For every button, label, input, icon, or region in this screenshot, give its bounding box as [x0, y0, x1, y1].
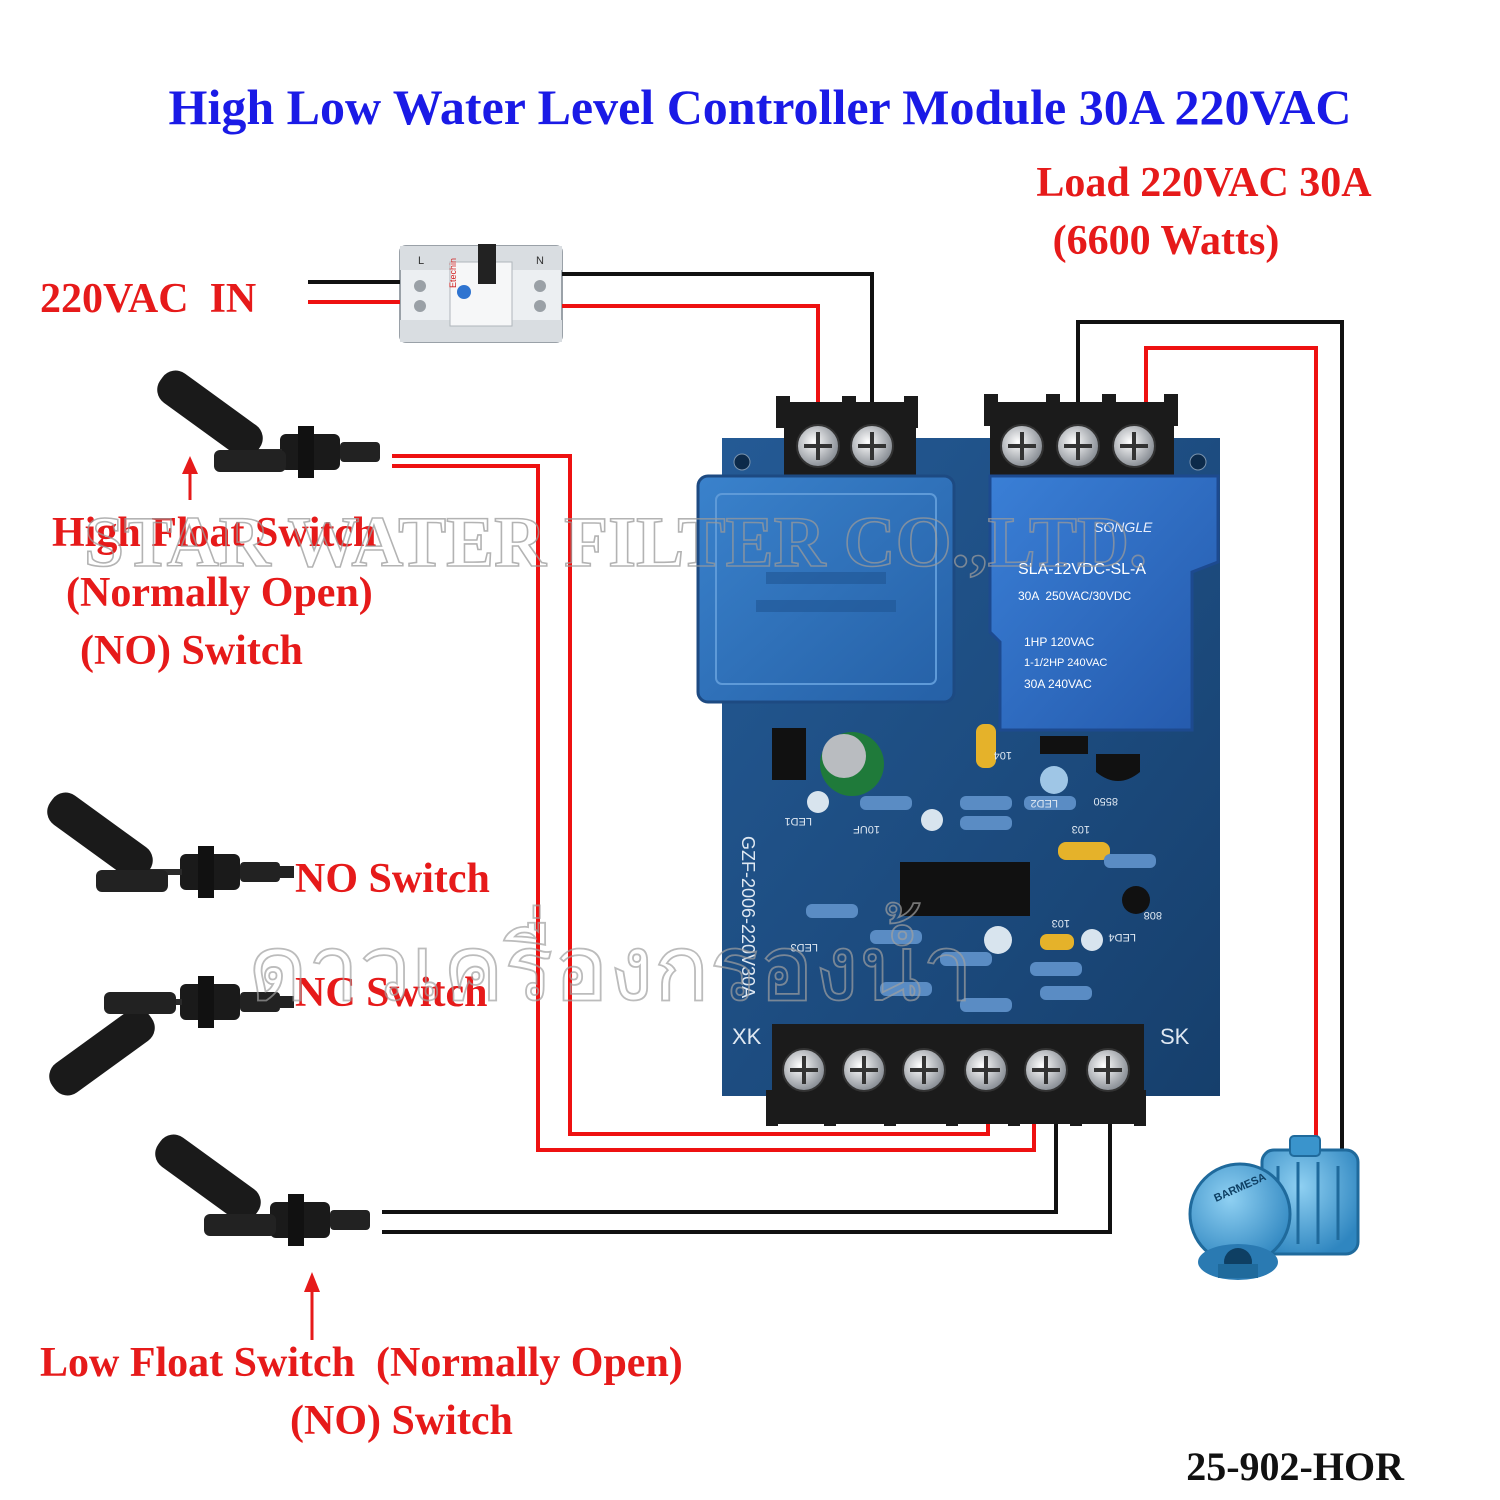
float-cable [280, 866, 294, 878]
relay-rating3: 1-1/2HP 240VAC [1024, 657, 1107, 669]
watermark-en: STAR WATER FILTER CO.,LTD. [84, 502, 1147, 582]
high-float-label: High Float Switch (Normally Open) (NO) S… [52, 510, 376, 674]
no-switch-label: NO Switch [295, 856, 490, 902]
label-led1: LED1 [784, 815, 812, 827]
pump-icon: BARMESA [1188, 1135, 1360, 1280]
arrow-up-icon [304, 1272, 320, 1340]
float-bulb [155, 1134, 261, 1222]
relay-icon: SONGLE SLA-12VDC-SL-A 30A 250VAC/30VDC 1… [988, 474, 1220, 732]
high-float-label-line1: High Float Switch [52, 510, 376, 556]
arrow-up-icon [182, 456, 198, 500]
wires [308, 272, 1344, 1234]
wire-breaker-red [562, 304, 820, 420]
high-float-label-line3: (NO) Switch [80, 628, 303, 674]
float-bulb [157, 370, 263, 458]
mount-hole [1189, 453, 1207, 471]
label-808: 808 [1144, 909, 1162, 921]
breaker-left-label: L [418, 255, 424, 267]
sensor-terminal-block [766, 1024, 1146, 1126]
wire-high-float-1 [392, 454, 990, 1136]
label-cap: 10UF [853, 823, 880, 835]
low-float-label-line2: (NO) Switch [290, 1398, 513, 1444]
relay-brand: SONGLE [1094, 519, 1153, 535]
board-components [772, 724, 1156, 1012]
breaker-right-label: N [536, 255, 544, 267]
low-float-label-line1: Low Float Switch (Normally Open) [40, 1340, 683, 1386]
relay-rating4: 30A 240VAC [1024, 677, 1092, 691]
load-label-line2: (6600 Watts) [1053, 218, 1280, 264]
relay-model: SLA-12VDC-SL-A [1018, 561, 1146, 578]
high-float-label-line2: (Normally Open) [66, 570, 373, 616]
part-number: 25-902-HOR [1186, 1444, 1405, 1489]
label-led3: LED3 [790, 941, 818, 953]
wire-high-float-2 [392, 464, 1036, 1152]
float-cable [280, 996, 294, 1008]
low-float-switch [155, 1134, 370, 1340]
label-led4: LED4 [1108, 931, 1136, 943]
high-float-switch [157, 370, 380, 500]
wire-low-float-2 [382, 1110, 1112, 1234]
float-stem [104, 992, 176, 1014]
mount-hole [733, 453, 751, 471]
circuit-breaker-icon: Etechin L N [399, 244, 563, 343]
load-terminal-block [984, 394, 1178, 486]
label-104: 104 [994, 749, 1012, 761]
low-float-label: Low Float Switch (Normally Open) (NO) Sw… [40, 1340, 683, 1444]
transformer-icon [696, 474, 956, 704]
controller-board: SONGLE SLA-12VDC-SL-A 30A 250VAC/30VDC 1… [696, 394, 1220, 1126]
board-model: GZF-2006-220V30A [738, 836, 758, 998]
float-stem [214, 450, 286, 472]
wire-load-red [1144, 346, 1318, 1150]
float-stem [204, 1214, 276, 1236]
power-in-label: 220VAC IN [40, 276, 256, 322]
label-103-a: 103 [1072, 823, 1090, 835]
label-led2: LED2 [1030, 797, 1058, 809]
nc-float-switch [49, 976, 294, 1096]
wire-load-black [1076, 320, 1344, 1162]
breaker-brand: Etechin [448, 258, 458, 288]
watermark-th: ดาวเครื่องกรองน้ำ [248, 902, 974, 1020]
label-sk: SK [1160, 1024, 1190, 1049]
nc-switch-label: NC Switch [295, 970, 488, 1016]
wire-breaker-black [562, 272, 874, 420]
label-xk: XK [732, 1024, 762, 1049]
float-bulb [47, 792, 153, 880]
power-terminal-block [776, 396, 918, 486]
load-label-line1: Load 220VAC 30A [1036, 160, 1372, 206]
page-title: High Low Water Level Controller Module 3… [169, 79, 1352, 135]
float-stem [96, 870, 168, 892]
load-label: Load 220VAC 30A (6600 Watts) [1036, 160, 1372, 264]
relay-rating2: 1HP 120VAC [1024, 635, 1095, 649]
float-bulb [49, 1008, 155, 1096]
wire-low-float-1 [382, 1110, 1058, 1214]
relay-rating1: 30A 250VAC/30VDC [1018, 589, 1132, 603]
label-103-b: 103 [1052, 917, 1070, 929]
label-8550: 8550 [1094, 795, 1118, 807]
silkscreen: GZF-2006-220V30A XK SK LED1 LED2 LED3 LE… [732, 749, 1190, 1049]
no-float-switch [47, 792, 294, 898]
